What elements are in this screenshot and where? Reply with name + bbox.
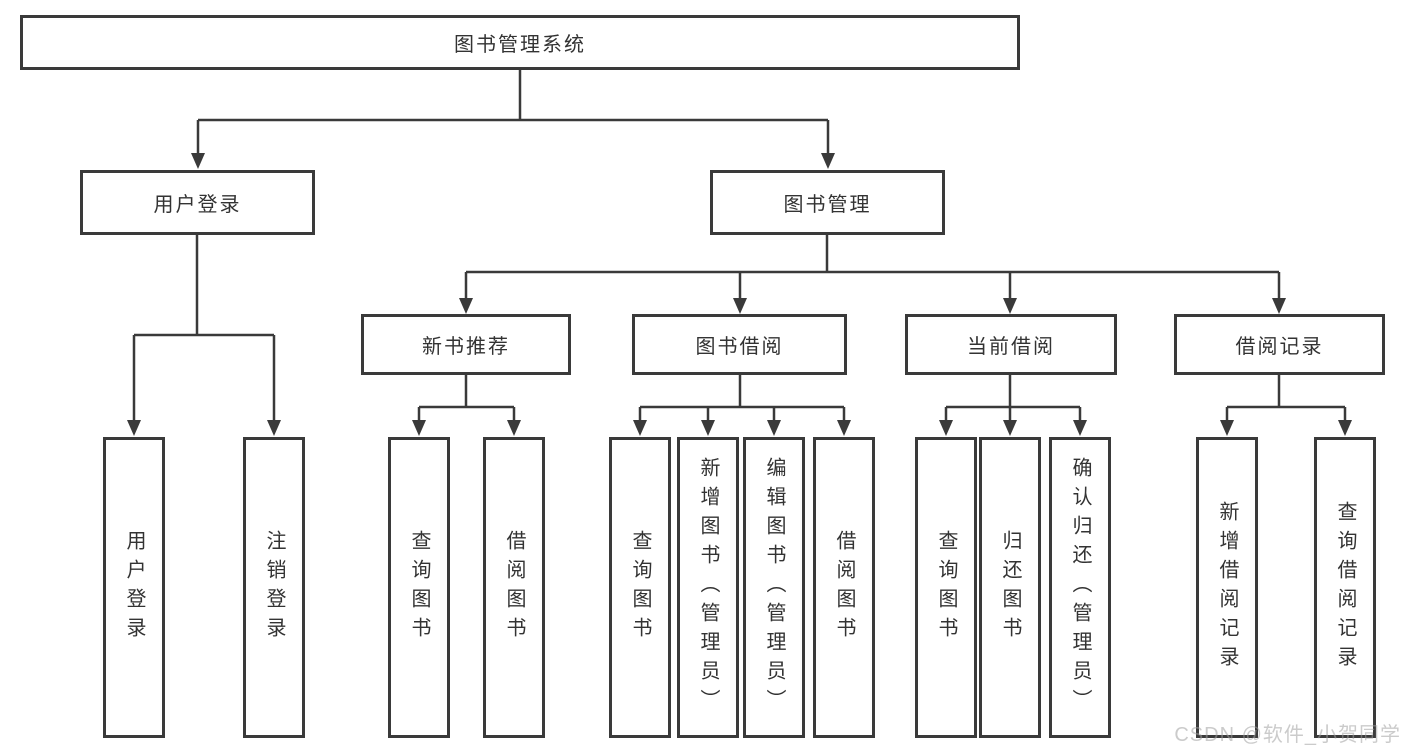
leaf-query-books-borrow: 查询图书 (609, 437, 671, 738)
arrow-icon (191, 153, 205, 169)
arrow-icon (507, 420, 521, 436)
node-borrow-records: 借阅记录 (1174, 314, 1385, 375)
leaf-label: 查询图书 (629, 529, 651, 646)
leaf-return-book: 归还图书 (979, 437, 1041, 738)
arrow-icon (267, 420, 281, 436)
leaf-borrow-books-recommend: 借阅图书 (483, 437, 545, 738)
leaf-user-login: 用户登录 (103, 437, 165, 738)
node-book-borrow: 图书借阅 (632, 314, 847, 375)
leaf-add-borrow-record: 新增借阅记录 (1196, 437, 1258, 738)
leaf-query-books-current: 查询图书 (915, 437, 977, 738)
node-user-login: 用户登录 (80, 170, 315, 235)
leaf-label: 确认归还（管理员） (1069, 457, 1091, 718)
leaf-label: 注销登录 (263, 529, 285, 646)
arrow-icon (127, 420, 141, 436)
node-current-borrow: 当前借阅 (905, 314, 1117, 375)
leaf-query-books-recommend: 查询图书 (388, 437, 450, 738)
leaf-label: 查询借阅记录 (1334, 500, 1356, 675)
arrow-icon (633, 420, 647, 436)
arrow-icon (1003, 298, 1017, 314)
arrowheads (127, 153, 1352, 436)
leaf-add-book-admin: 新增图书（管理员） (677, 437, 739, 738)
leaf-label: 查询图书 (408, 529, 430, 646)
arrow-icon (1073, 420, 1087, 436)
leaf-label: 编辑图书（管理员） (763, 457, 785, 718)
arrow-icon (1003, 420, 1017, 436)
leaf-edit-book-admin: 编辑图书（管理员） (743, 437, 805, 738)
leaf-confirm-return-admin: 确认归还（管理员） (1049, 437, 1111, 738)
arrow-icon (837, 420, 851, 436)
leaf-label: 新增借阅记录 (1216, 500, 1238, 675)
arrow-icon (939, 420, 953, 436)
leaf-logout: 注销登录 (243, 437, 305, 738)
arrow-icon (1338, 420, 1352, 436)
arrow-icon (767, 420, 781, 436)
tree-edges (132, 70, 1347, 430)
arrow-icon (701, 420, 715, 436)
leaf-label: 借阅图书 (833, 529, 855, 646)
leaf-query-borrow-record: 查询借阅记录 (1314, 437, 1376, 738)
leaf-label: 查询图书 (935, 529, 957, 646)
arrow-icon (821, 153, 835, 169)
leaf-borrow-books: 借阅图书 (813, 437, 875, 738)
arrow-icon (459, 298, 473, 314)
leaf-label: 借阅图书 (503, 529, 525, 646)
leaf-label: 用户登录 (123, 529, 145, 646)
node-book-management: 图书管理 (710, 170, 945, 235)
leaf-label: 新增图书（管理员） (697, 457, 719, 718)
arrow-icon (412, 420, 426, 436)
leaf-label: 归还图书 (999, 529, 1021, 646)
node-root: 图书管理系统 (20, 15, 1020, 70)
arrow-icon (1272, 298, 1286, 314)
arrow-icon (1220, 420, 1234, 436)
node-new-book-recommend: 新书推荐 (361, 314, 571, 375)
arrow-icon (733, 298, 747, 314)
